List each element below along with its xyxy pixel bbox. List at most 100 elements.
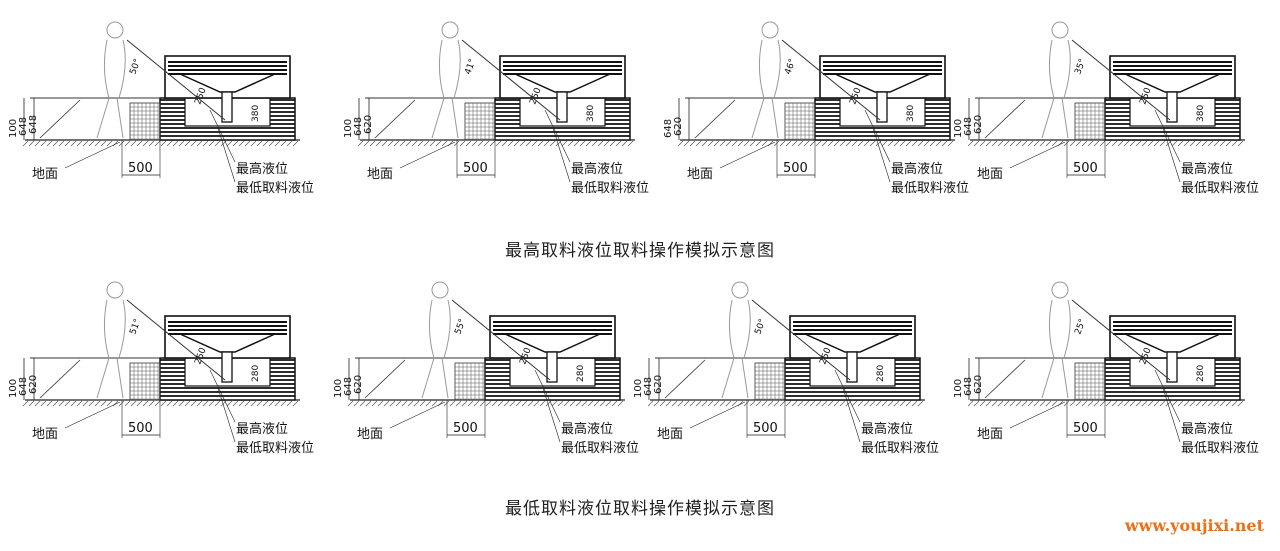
ground-hatch (184, 140, 191, 147)
ground-hatch (1201, 400, 1208, 407)
ground-hatch (967, 140, 974, 147)
ground-hatch (557, 400, 564, 407)
ground-hatch (130, 400, 137, 407)
ground-hatch (1093, 140, 1100, 147)
ground-hatch (791, 140, 798, 147)
person-body (1041, 39, 1071, 139)
ground-hatch (118, 400, 125, 407)
person-body (96, 39, 126, 139)
ground-hatch (118, 140, 125, 147)
ground-hatch (497, 400, 504, 407)
dim-label: 620 (363, 115, 374, 134)
ground-hatch (533, 400, 540, 407)
ground-hatch (479, 400, 486, 407)
ground-hatch (401, 400, 408, 407)
ground-hatch (701, 400, 708, 407)
ground-hatch (22, 400, 29, 407)
ground-hatch (881, 400, 888, 407)
ground-hatch (1183, 400, 1190, 407)
ground-label: 地面 (977, 167, 1003, 182)
ground-hatch (1009, 400, 1016, 407)
ground-hatch (359, 400, 366, 407)
ground-hatch (413, 400, 420, 407)
min-level-label: 最低取料液位 (1181, 441, 1259, 456)
ground-hatch (809, 140, 816, 147)
depth-label: 380 (906, 105, 916, 122)
ground-hatch (653, 400, 660, 407)
ground-hatch (214, 140, 221, 147)
ground-leader (64, 401, 121, 429)
ground-hatch (1069, 140, 1076, 147)
ground-hatch (393, 140, 400, 147)
ground-hatch (797, 140, 804, 147)
ground-hatch (1159, 400, 1166, 407)
ground-hatch (70, 140, 77, 147)
min-level-label: 最低取料液位 (891, 181, 969, 196)
ground-hatch (785, 140, 792, 147)
ground-hatch (827, 400, 834, 407)
ground-hatch (250, 140, 257, 147)
mesh-box (454, 362, 486, 401)
ground-hatch (160, 140, 167, 147)
ground-label: 地面 (32, 167, 58, 182)
offset-label: 500 (1073, 421, 1098, 436)
min-level-label: 最低取料液位 (561, 441, 639, 456)
ground-hatch (569, 400, 576, 407)
ground-hatch (387, 140, 394, 147)
ground-hatch (178, 140, 185, 147)
ground-hatch (1225, 140, 1232, 147)
max-level-label: 最高液位 (1181, 161, 1233, 177)
ground-hatch (256, 400, 263, 407)
ground-hatch (743, 400, 750, 407)
ground-hatch (593, 400, 600, 407)
ground-hatch (1087, 400, 1094, 407)
max-level-label: 最高液位 (561, 421, 613, 437)
ground-hatch (869, 140, 876, 147)
leader-min (842, 387, 861, 443)
ground-hatch (405, 140, 412, 147)
ground-hatch (767, 400, 774, 407)
ground-hatch (845, 140, 852, 147)
ground-hatch (689, 400, 696, 407)
offset-label: 500 (128, 421, 153, 436)
depth-label: 280 (876, 365, 886, 382)
angle-label: 51° (128, 318, 143, 336)
leader-max (1154, 369, 1181, 423)
dim-label: 100 (633, 379, 644, 398)
ground-hatch (46, 140, 53, 147)
leader-max (209, 109, 236, 163)
person-head (1051, 21, 1069, 39)
ground-leader (1009, 401, 1066, 429)
offset-label: 500 (453, 421, 478, 436)
dim-label: 648 (343, 377, 354, 396)
offset-label: 500 (753, 421, 778, 436)
ground-hatch (202, 400, 209, 407)
mesh-box (129, 102, 161, 141)
ground-hatch (1075, 140, 1082, 147)
ground-hatch (695, 400, 702, 407)
ground-hatch (947, 140, 954, 147)
ground-hatch (713, 400, 720, 407)
ramp-line (364, 359, 406, 399)
ground-hatch (471, 140, 478, 147)
ground-hatch (761, 400, 768, 407)
ground-hatch (1099, 140, 1106, 147)
ground-hatch (226, 140, 233, 147)
ground-hatch (509, 400, 516, 407)
ground-leader (1009, 141, 1066, 169)
dim-label: 100 (343, 119, 354, 138)
ground-hatch (76, 400, 83, 407)
ground-hatch (881, 140, 888, 147)
ground-hatch (40, 400, 47, 407)
ground-hatch (929, 140, 936, 147)
ground-hatch (785, 400, 792, 407)
ground-hatch (1051, 400, 1058, 407)
ground-hatch (431, 400, 438, 407)
person-body (751, 39, 781, 139)
ground-hatch (773, 140, 780, 147)
offset-label: 500 (783, 161, 808, 176)
mesh-box (464, 102, 496, 141)
ground-hatch (1045, 400, 1052, 407)
ground-label: 地面 (657, 427, 683, 442)
leader-max (534, 369, 561, 423)
